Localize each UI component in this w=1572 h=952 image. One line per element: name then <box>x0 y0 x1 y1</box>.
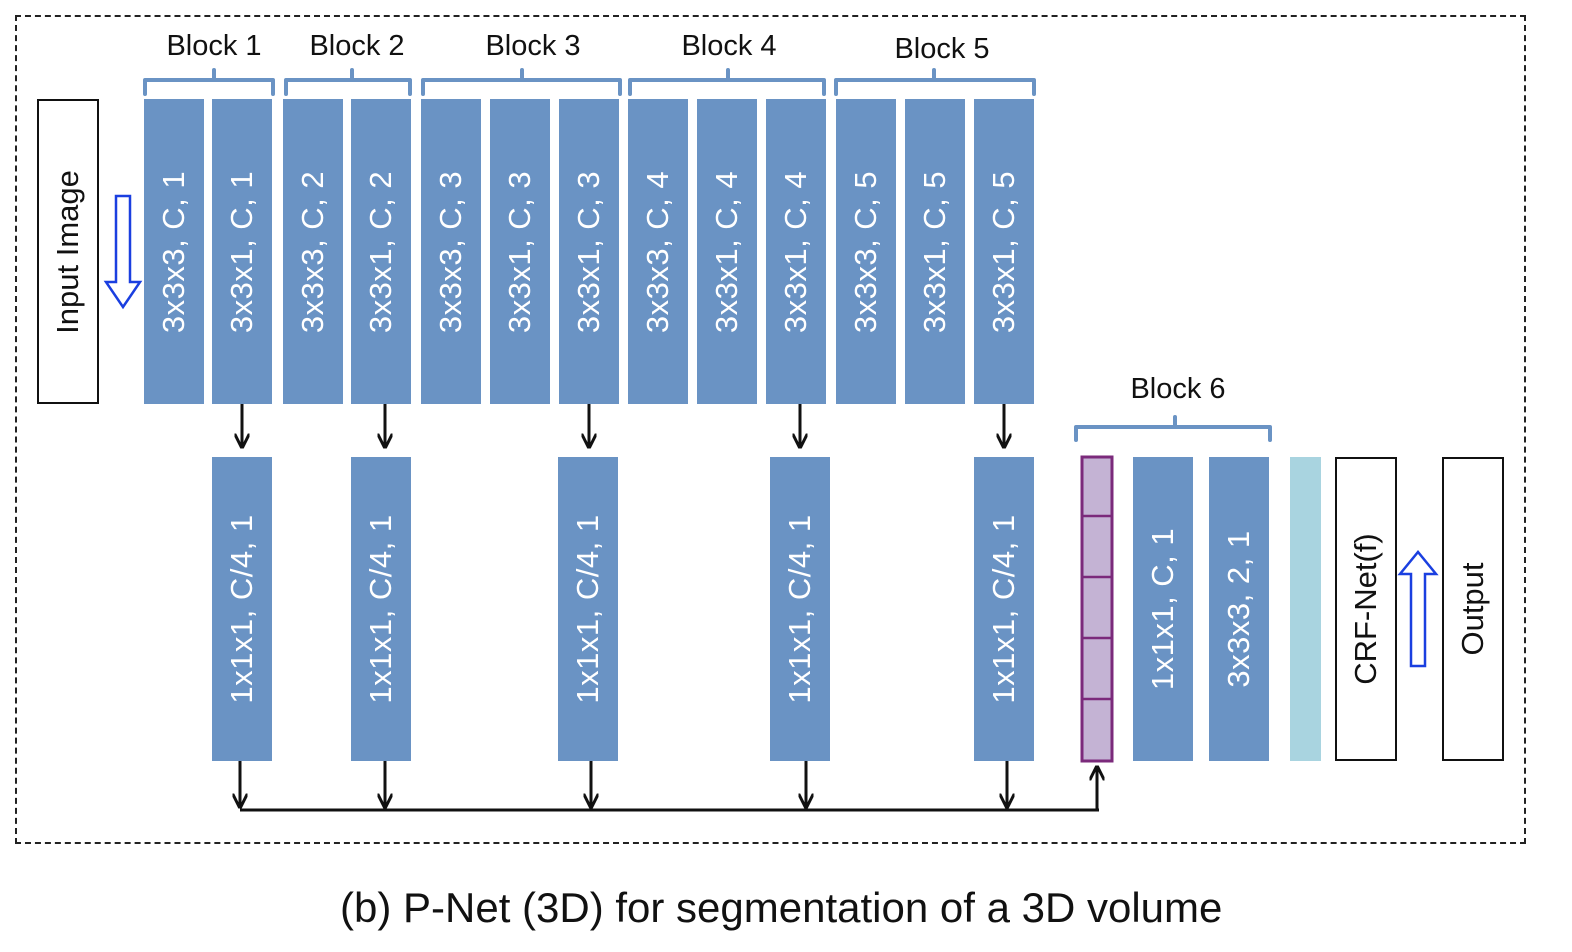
block-4-label: Block 4 <box>681 30 777 62</box>
compress-layer-2: 1x1x1, C/4, 1 <box>351 457 411 761</box>
block-2-brace <box>284 68 412 96</box>
block-1-label: Block 1 <box>166 30 262 62</box>
block-6-brace <box>1074 415 1272 442</box>
block-1-layer-1: 3x3x3, C, 1 <box>144 99 204 404</box>
concat-layer <box>1080 455 1114 763</box>
block-4-layer-3: 3x3x1, C, 4 <box>766 99 826 404</box>
block-5-brace <box>834 68 1036 96</box>
block-3-label: Block 3 <box>485 30 581 62</box>
block-6-label: Block 6 <box>1130 373 1226 405</box>
block-2-label: Block 2 <box>309 30 405 62</box>
block-5-label: Block 5 <box>894 33 990 65</box>
crf-net-box: CRF-Net(f) <box>1335 457 1397 761</box>
block-4-layer-1: 3x3x3, C, 4 <box>628 99 688 404</box>
block-4-brace <box>628 68 826 96</box>
figure-caption: (b) P-Net (3D) for segmentation of a 3D … <box>340 884 1223 931</box>
block-5-layer-3: 3x3x1, C, 5 <box>974 99 1034 404</box>
compress-layer-1: 1x1x1, C/4, 1 <box>212 457 272 761</box>
output-box: Output <box>1442 457 1504 761</box>
block-3-brace <box>421 68 622 96</box>
block-6-layer-1: 1x1x1, C, 1 <box>1133 457 1193 761</box>
input-image-box: Input Image <box>37 99 99 404</box>
block-2-layer-2: 3x3x1, C, 2 <box>351 99 411 404</box>
block-2-layer-1: 3x3x3, C, 2 <box>283 99 343 404</box>
block-1-layer-2: 3x3x1, C, 1 <box>212 99 272 404</box>
output-flow-arrow-icon <box>1397 550 1439 668</box>
block-6-layer-2: 3x3x3, 2, 1 <box>1209 457 1269 761</box>
block-4-layer-2: 3x3x1, C, 4 <box>697 99 757 404</box>
compress-layer-4: 1x1x1, C/4, 1 <box>770 457 830 761</box>
block-5-layer-2: 3x3x1, C, 5 <box>905 99 965 404</box>
block-5-layer-1: 3x3x3, C, 5 <box>836 99 896 404</box>
compress-layer-5: 1x1x1, C/4, 1 <box>974 457 1034 761</box>
compress-layer-3: 1x1x1, C/4, 1 <box>558 457 618 761</box>
softmax-layer <box>1290 457 1321 761</box>
block-3-layer-1: 3x3x3, C, 3 <box>421 99 481 404</box>
block-3-layer-2: 3x3x1, C, 3 <box>490 99 550 404</box>
diagram-frame <box>15 15 1526 844</box>
block-3-layer-3: 3x3x1, C, 3 <box>559 99 619 404</box>
input-flow-arrow-icon <box>103 194 143 310</box>
block-1-brace <box>143 68 275 96</box>
